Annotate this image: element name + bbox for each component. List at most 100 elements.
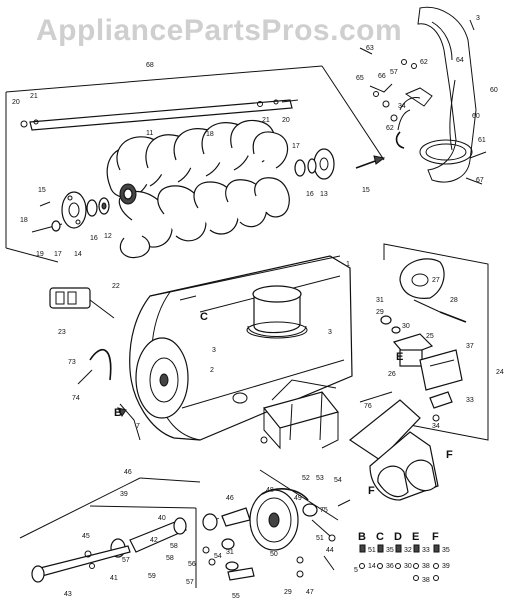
part-label: 57 (122, 557, 130, 564)
part-label: 54 (334, 477, 342, 484)
callout-letter: B (114, 407, 122, 419)
part-label: 46 (124, 469, 132, 476)
part-label: 25 (426, 333, 434, 340)
part-label: 15 (38, 187, 46, 194)
legend-header: F (432, 531, 439, 543)
part-label: 20 (12, 99, 20, 106)
part-label: 20 (282, 117, 290, 124)
part-label: 63 (366, 45, 374, 52)
part-label: 17 (54, 251, 62, 258)
part-label: 73 (68, 359, 76, 366)
chute-base[interactable] (246, 285, 308, 339)
legend-item: 36 (386, 563, 394, 570)
part-label: 21 (30, 93, 38, 100)
part-label: 1 (346, 261, 350, 268)
part-label: 61 (478, 137, 486, 144)
part-label: 17 (292, 143, 300, 150)
pulley[interactable] (249, 488, 309, 551)
part-label: 34 (432, 423, 440, 430)
part-label: 19 (36, 251, 44, 258)
part-label: 43 (64, 591, 72, 598)
part-label: 48 (266, 487, 274, 494)
part-label: 75 (320, 507, 328, 514)
legend-header: E (412, 531, 419, 543)
part-label: 74 (72, 395, 80, 402)
part-label: 21 (262, 117, 270, 124)
part-label: 3 (328, 329, 332, 336)
part-label: 31 (226, 549, 234, 556)
part-label: 46 (226, 495, 234, 502)
part-label: 16 (306, 191, 314, 198)
legend-header: D (394, 531, 402, 543)
part-label: 66 (378, 73, 386, 80)
part-label: 3 (212, 347, 216, 354)
part-label: 14 (74, 251, 82, 258)
part-label: 56 (188, 561, 196, 568)
part-label: 18 (20, 217, 28, 224)
part-label: 59 (148, 573, 156, 580)
legend-item: 32 (404, 547, 412, 554)
part-label: 3 (476, 15, 480, 22)
legend-item: 38 (422, 577, 430, 584)
part-label: 76 (364, 403, 372, 410)
fastener-legend: B C D E F 5 51 35 14 36 32 35 30 38 33 3… (354, 531, 450, 584)
skid-and-clips[interactable] (49, 287, 141, 441)
part-labels: 3 63 64 65 66 57 62 34 62 60 60 61 67 68… (12, 15, 504, 600)
part-label: 50 (270, 551, 278, 558)
part-label: 68 (146, 62, 154, 69)
part-label: 58 (170, 543, 178, 550)
part-label: 51 (316, 535, 324, 542)
drive-shaft-assembly[interactable] (110, 507, 255, 581)
center-bracket[interactable] (260, 379, 340, 450)
part-label: 22 (112, 283, 120, 290)
auger-left-hardware[interactable] (31, 191, 110, 233)
part-label: 29 (376, 309, 384, 316)
part-label: 27 (432, 277, 440, 284)
auger-right-hardware[interactable] (294, 148, 386, 180)
discharge-chute[interactable] (395, 6, 477, 183)
auger-assembly-frame (5, 65, 385, 263)
part-label: 58 (166, 555, 174, 562)
part-label: 37 (466, 343, 474, 350)
part-label: 16 (90, 235, 98, 242)
part-label: 7 (136, 423, 140, 430)
auger-spiral[interactable] (106, 119, 290, 259)
legend-item: 35 (442, 547, 450, 554)
part-label: 55 (232, 593, 240, 600)
fastener-legend-glyphs (359, 544, 440, 581)
part-label: 40 (158, 515, 166, 522)
part-label: 44 (326, 547, 334, 554)
part-label: 11 (146, 130, 153, 137)
legend-header: C (376, 531, 384, 543)
part-label: 39 (120, 491, 128, 498)
part-label: 23 (58, 329, 66, 336)
part-label: 49 (294, 495, 302, 502)
part-label: 47 (306, 589, 314, 596)
part-label: 57 (186, 579, 194, 586)
auger-shaft[interactable] (20, 99, 299, 131)
part-label: 62 (420, 59, 428, 66)
callout-letter: E (396, 351, 403, 363)
legend-item: 35 (386, 547, 394, 554)
side-bracket-assembly[interactable] (380, 243, 489, 441)
part-label: 60 (472, 113, 480, 120)
part-label: 65 (356, 75, 364, 82)
part-label: 62 (386, 125, 394, 132)
legend-header: B (358, 531, 366, 543)
part-label: 24 (496, 369, 504, 376)
shift-rod[interactable] (31, 545, 131, 583)
part-label: 33 (466, 397, 474, 404)
scraper-bar[interactable] (348, 391, 439, 501)
part-label: 31 (376, 297, 384, 304)
legend-item: 14 (368, 563, 376, 570)
part-label: 15 (362, 187, 370, 194)
callout-letters: B C E F F (114, 311, 453, 497)
legend-item: 39 (442, 563, 450, 570)
part-label: 29 (284, 589, 292, 596)
idler-hardware[interactable] (296, 499, 351, 578)
part-label: 67 (476, 177, 484, 184)
part-label: 64 (456, 57, 464, 64)
part-label: 42 (150, 537, 158, 544)
legend-item: 51 (368, 547, 376, 554)
